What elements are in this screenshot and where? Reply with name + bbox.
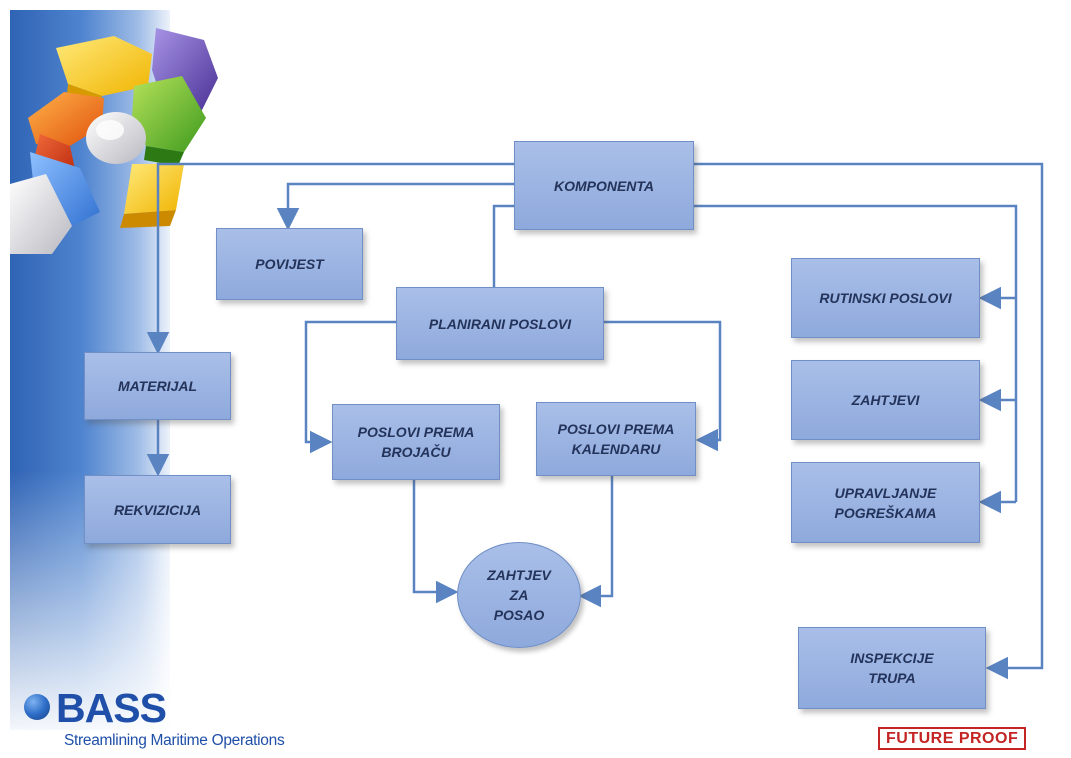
node-upravljanje-pogreskama: UPRAVLJANJE POGREŠKAMA bbox=[791, 462, 980, 543]
node-komponenta: KOMPONENTA bbox=[514, 141, 694, 230]
edge-brojacu-zahtjev bbox=[412, 480, 459, 604]
node-zahtjev-za-posao-line1: ZAHTJEV bbox=[487, 567, 551, 583]
node-zahtjev-za-posao-line3: POSAO bbox=[493, 607, 545, 623]
node-rutinski-poslovi: RUTINSKI POSLOVI bbox=[791, 258, 980, 338]
node-poslovi-prema-brojacu-line2: BROJAČU bbox=[381, 444, 451, 460]
bass-globe-icon bbox=[24, 694, 50, 720]
node-inspekcije-trupa-line1: INSPEKCIJE bbox=[850, 650, 934, 666]
node-planirani-poslovi-label: PLANIRANI POSLOVI bbox=[428, 315, 572, 332]
edge-planirani-brojacu bbox=[304, 320, 396, 454]
edge-komponenta-povijest bbox=[276, 182, 514, 231]
node-rutinski-poslovi-label: RUTINSKI POSLOVI bbox=[819, 290, 952, 306]
node-zahtjevi-label: ZAHTJEVI bbox=[851, 392, 920, 408]
node-poslovi-prema-brojacu: POSLOVI PREMA BROJAČU bbox=[332, 404, 500, 480]
node-poslovi-prema-kalendaru-line1: POSLOVI PREMA bbox=[557, 421, 675, 437]
node-poslovi-prema-kalendaru-line2: KALENDARU bbox=[571, 441, 661, 457]
node-materijal-label: MATERIJAL bbox=[117, 378, 198, 394]
edge-kalendaru-zahtjev bbox=[578, 476, 614, 608]
node-poslovi-prema-brojacu-line1: POSLOVI PREMA bbox=[357, 424, 475, 440]
node-poslovi-prema-kalendaru: POSLOVI PREMA KALENDARU bbox=[536, 402, 696, 476]
node-upravljanje-pogreskama-line1: UPRAVLJANJE bbox=[834, 484, 937, 501]
node-planirani-poslovi: PLANIRANI POSLOVI bbox=[396, 287, 604, 360]
bass-tagline: Streamlining Maritime Operations bbox=[64, 732, 285, 749]
node-upravljanje-pogreskama-line2: POGREŠKAMA bbox=[834, 504, 937, 521]
node-zahtjev-za-posao: ZAHTJEV ZA POSAO bbox=[457, 542, 581, 648]
node-rekvizicija: REKVIZICIJA bbox=[84, 475, 231, 544]
node-zahtjev-za-posao-line2: ZA bbox=[509, 587, 529, 603]
segmented-sphere-logo bbox=[10, 28, 218, 254]
node-inspekcije-trupa: INSPEKCIJE TRUPA bbox=[798, 627, 986, 709]
node-zahtjevi: ZAHTJEVI bbox=[791, 360, 980, 440]
node-povijest: POVIJEST bbox=[216, 228, 363, 300]
edge-komponenta-planirani bbox=[492, 204, 514, 288]
node-inspekcije-trupa-line2: TRUPA bbox=[868, 670, 916, 686]
edge-komponenta-inspekcije bbox=[694, 162, 1044, 680]
edge-komponenta-materijal bbox=[146, 162, 514, 355]
edge-planirani-kalendaru bbox=[604, 320, 722, 452]
node-komponenta-label: KOMPONENTA bbox=[553, 177, 655, 194]
edge-komponenta-trunk-right bbox=[694, 204, 1018, 502]
future-proof-stamp: FUTURE PROOF bbox=[878, 727, 1027, 750]
node-rekvizicija-label: REKVIZICIJA bbox=[113, 501, 202, 518]
node-materijal: MATERIJAL bbox=[84, 352, 231, 420]
bass-logo-name: BASS bbox=[56, 685, 167, 731]
node-povijest-label: POVIJEST bbox=[255, 256, 324, 272]
